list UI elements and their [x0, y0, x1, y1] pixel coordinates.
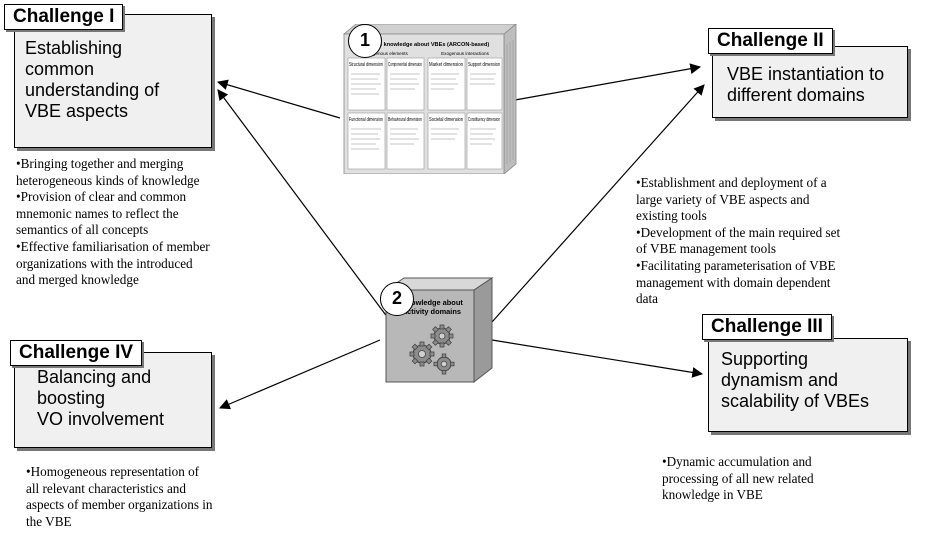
cube1-cell-label: Societal dimension	[429, 117, 463, 123]
number-badge-2: 2	[380, 282, 414, 316]
challenge3-box: Supporting dynamism and scalability of V…	[708, 338, 908, 432]
challenge1-line: Establishing	[25, 38, 123, 58]
bullet-line: •Homogeneous representation of	[26, 464, 200, 479]
bullet-line: management with domain dependent	[636, 274, 831, 290]
bullet-line: heterogeneous kinds of knowledge	[16, 172, 200, 188]
bullet-line: aspects of member organizations in	[26, 497, 213, 513]
bullet-line: semantics of all concepts	[16, 222, 149, 238]
challenge4-line: boosting	[37, 388, 106, 408]
challenge2-box: VBE instantiation to different domains	[712, 46, 908, 118]
bullet-line: •Establishment and deployment of a	[636, 175, 827, 190]
challenge1-bullets: •Bringing together and merging heterogen…	[16, 156, 210, 289]
challenge3-line: scalability of VBEs	[721, 391, 870, 411]
bullet-line: •Bringing together and merging	[16, 156, 184, 171]
challenge1-description: Establishing common understanding of VBE…	[25, 38, 159, 122]
cube1-title: common knowledge about VBEs (ARCON-based…	[359, 42, 490, 48]
knowledge-cube-1: common knowledge about VBEs (ARCON-based…	[342, 24, 517, 174]
arrow-cube1-to-challenge2	[514, 63, 702, 101]
bullet-line: •Dynamic accumulation and	[662, 454, 812, 469]
challenge2-line: different domains	[727, 85, 865, 105]
bullet-line: existing tools	[636, 208, 707, 224]
challenge2-title: Challenge II	[708, 28, 833, 54]
bullet-line: processing of all new related	[662, 470, 814, 486]
cube1-cell-label: Market dimension	[429, 62, 463, 68]
challenge3-bullets: •Dynamic accumulation and processing of …	[662, 454, 814, 504]
challenge4-description: Balancing and boosting VO involvement	[37, 367, 164, 430]
cube1-cell-label: Componential dimension	[388, 62, 422, 68]
gears-icon	[409, 324, 455, 375]
bullet-line: •Development of the main required set	[636, 224, 841, 240]
challenge4-title: Challenge IV	[10, 340, 143, 366]
challenge4-bullets: •Homogeneous representation of all relev…	[26, 464, 213, 530]
arrow-cube1-to-challenge1	[216, 79, 341, 119]
cube1-cell-label: Support dimension	[468, 62, 500, 68]
challenge4-line: Balancing and	[37, 367, 152, 387]
cube1-left-header: Endogenous elements	[362, 51, 408, 56]
cube1-cell-label: Structural dimension	[349, 62, 383, 68]
challenge3-line: Supporting	[721, 349, 809, 369]
challenge2-description: VBE instantiation to different domains	[727, 64, 884, 106]
number-badge-1: 1	[348, 24, 382, 58]
knowledge-cube-2: Knowledge about activity domains	[384, 277, 494, 384]
bullet-line: •Effective familiarisation of member	[16, 238, 210, 254]
challenge1-line: understanding of	[25, 80, 160, 100]
challenge3-description: Supporting dynamism and scalability of V…	[721, 349, 869, 412]
challenge4-line: VO involvement	[37, 409, 165, 429]
challenge2-bullets: •Establishment and deployment of a large…	[636, 175, 840, 308]
bullet-line: data	[636, 291, 658, 307]
challenge2-line: VBE instantiation to	[727, 64, 885, 84]
challenge3-line: dynamism and	[721, 370, 839, 390]
bullet-line: of VBE management tools	[636, 241, 777, 257]
cube1-right-header: Exogenous interactions	[441, 51, 489, 56]
challenge1-title: Challenge I	[4, 4, 124, 30]
challenge4-box: Balancing and boosting VO involvement	[14, 352, 212, 448]
bullet-line: the VBE	[26, 513, 72, 529]
bullet-line: •Facilitating parameterisation of VBE	[636, 257, 836, 273]
challenge3-title: Challenge III	[702, 314, 832, 340]
cube2-label-line1: Knowledge about	[401, 298, 463, 307]
bullet-line: large variety of VBE aspects and	[636, 191, 810, 207]
arrow-cube2-to-challenge2	[491, 84, 705, 323]
bullet-line: •Provision of clear and common	[16, 189, 187, 205]
bullet-line: and merged knowledge	[16, 272, 139, 288]
bullet-line: mnemonic names to reflect the	[16, 205, 179, 221]
arrow-cube2-to-challenge4	[219, 339, 381, 410]
challenge1-line: VBE aspects	[25, 101, 129, 121]
cube2-label-line2: activity domains	[403, 307, 461, 316]
bullet-line: knowledge in VBE	[662, 487, 763, 503]
arrow-cube2-to-challenge3	[491, 339, 704, 378]
cube1-cell-label: Constituency dimension	[468, 117, 500, 123]
bullet-line: organizations with the introduced	[16, 255, 193, 271]
cube1-cell-label: Behavioural dimension	[388, 117, 422, 123]
bullet-line: all relevant characteristics and	[26, 480, 186, 496]
arrow-cube2-to-challenge1	[217, 89, 389, 319]
challenge1-box: Establishing common understanding of VBE…	[14, 14, 212, 148]
challenge1-line: common	[25, 59, 95, 79]
cube1-cell-label: Functional dimension	[349, 117, 383, 123]
